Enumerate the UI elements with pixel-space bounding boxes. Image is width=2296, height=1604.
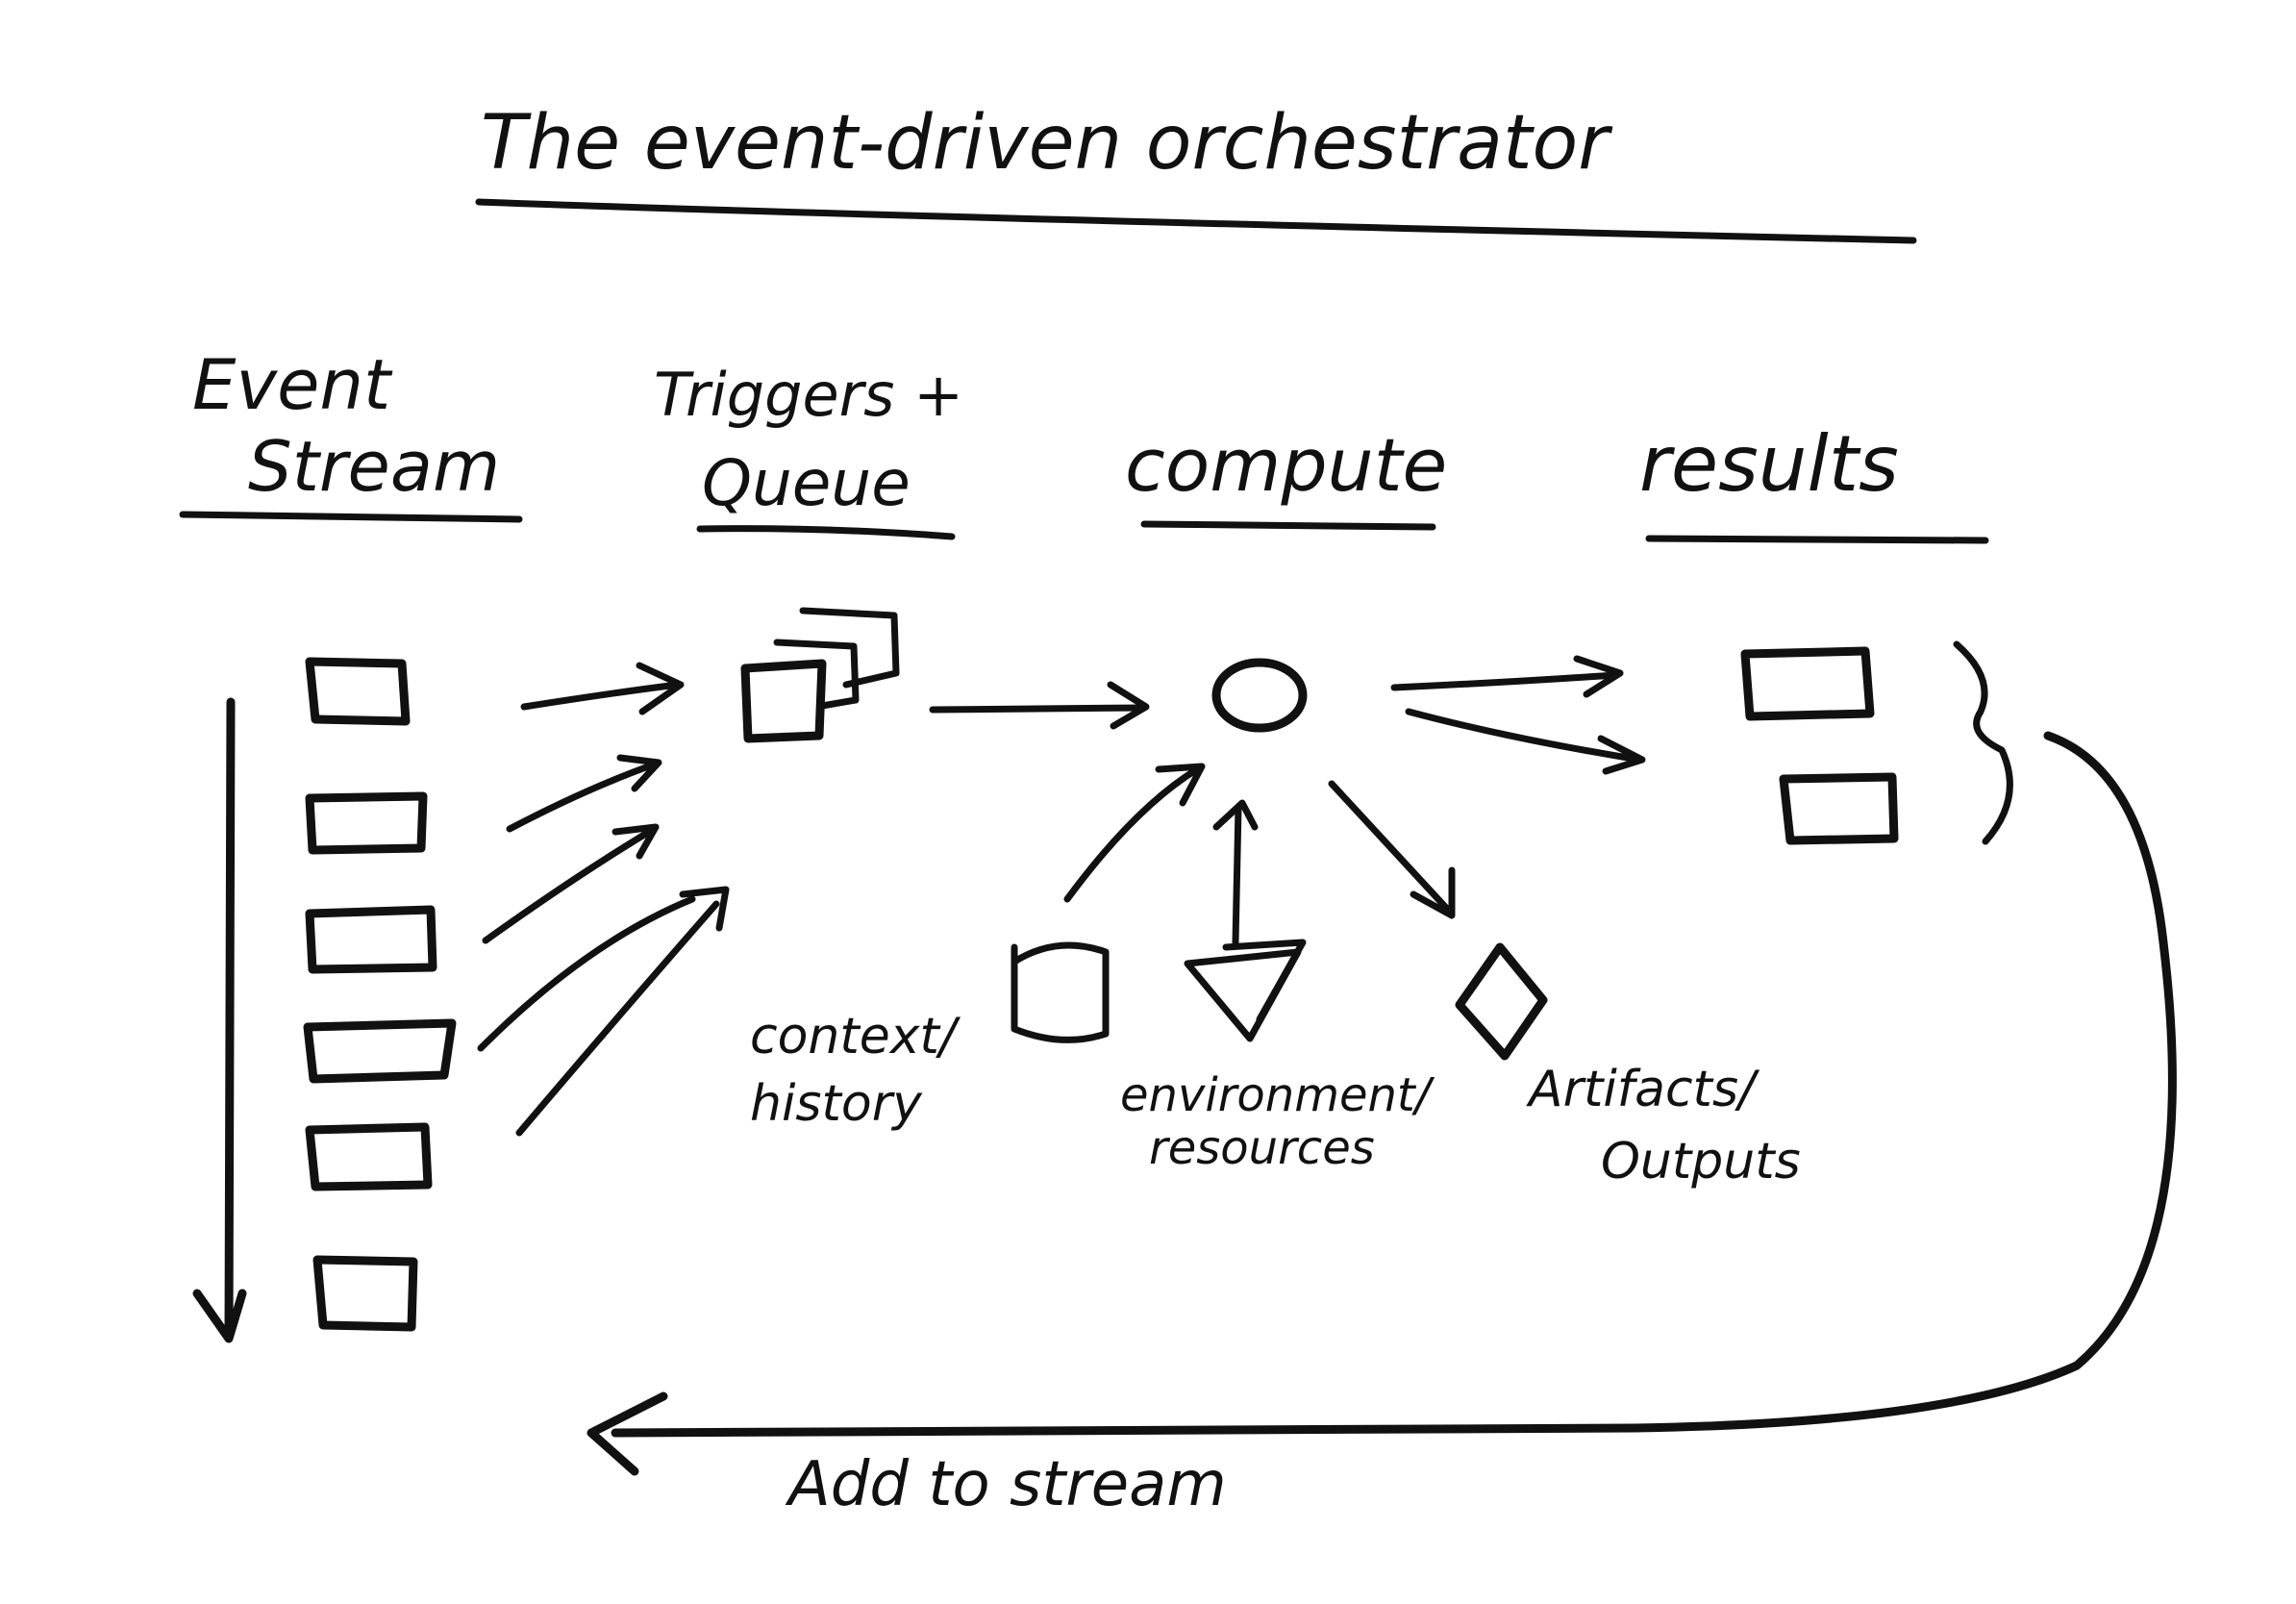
feedback-label: Add to stream [785,1449,1227,1520]
event-box [305,1122,433,1191]
results-header: results [1639,419,1899,509]
context-to-compute-arrow [1063,763,1206,903]
environment-to-compute-arrow [1212,799,1259,946]
feedback-loop-arrow [586,731,2177,1476]
stream-direction-arrow [192,697,247,1343]
compute-to-results-arrows [1390,655,1646,775]
compute-header: compute [1125,422,1447,508]
result-box [1740,646,1875,721]
artifacts-label-line2: Outputs [1601,1133,1801,1190]
triggers-queue-header-line1: Triggers + [654,360,963,430]
diagram-title: The event-driven orchestrator [481,100,1613,187]
result-box [1779,772,1899,845]
compute-to-artifacts-arrow [1328,780,1456,919]
event-box [305,657,411,726]
results-list [1740,646,1899,845]
event-box [305,791,428,855]
environment-label-line2: resources [1149,1121,1375,1175]
artifact-icon [1455,942,1548,1061]
triggers-queue-header-line2: Queue [702,446,911,520]
context-database-icon [1011,941,1110,1043]
queue-stack-icon [740,607,900,743]
event-stream-header-line1: Event [192,344,393,425]
event-box [305,905,437,974]
triggers-queue-underline [696,525,956,540]
results-brace [1953,640,2013,845]
environment-label-line1: environment/ [1120,1068,1435,1122]
results-underline [1645,535,1989,544]
artifacts-label-line1: Artifacts/ [1526,1061,1760,1118]
queue-to-compute-arrow [929,681,1150,730]
context-label-line1: context/ [750,1008,961,1065]
event-stream-header-line2: Stream [248,426,500,507]
event-stream-underline [179,511,523,523]
stream-to-queue-arrows [477,662,730,1137]
compute-node [1211,658,1308,733]
event-box [312,1255,418,1332]
context-label-line2: history [750,1075,923,1133]
title-underline [475,198,1917,244]
environment-funnel-icon [1184,939,1307,1042]
compute-underline [1140,520,1436,531]
event-stream-list [303,657,457,1332]
event-box [303,1018,457,1084]
